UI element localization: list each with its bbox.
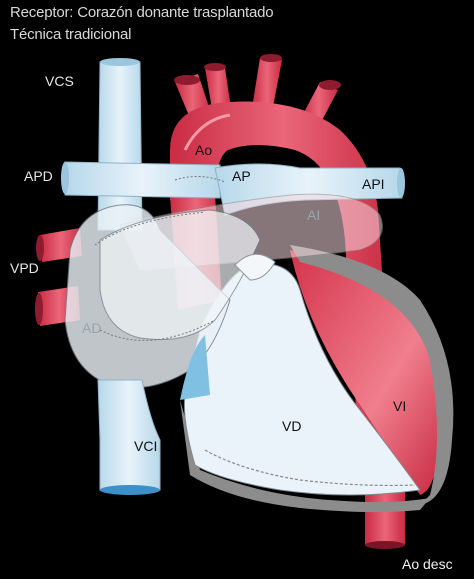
label-vd: VD <box>282 418 302 434</box>
subclavian-opening <box>260 54 282 62</box>
atrial-suture-lower <box>99 319 216 341</box>
label-ai: AI <box>307 207 321 223</box>
label-apd: APD <box>24 168 53 184</box>
label-ao-desc: Ao desc <box>402 556 453 572</box>
figure-title: Receptor: Corazón donante trasplantado <box>10 4 274 21</box>
branch-opening <box>319 80 341 90</box>
descending-aorta-opening <box>365 541 405 549</box>
label-ad: AD <box>82 320 102 336</box>
apd-opening <box>61 162 69 194</box>
pericardium-outline <box>290 245 454 505</box>
label-api: API <box>362 176 385 192</box>
api-opening <box>397 168 405 198</box>
label-vcs: VCS <box>45 73 74 89</box>
right-atrium-donor-wall <box>99 209 261 341</box>
ventricle-suture <box>204 449 416 487</box>
label-ap: AP <box>232 168 251 184</box>
label-vci: VCI <box>134 438 158 454</box>
inferior-vena-cava <box>97 379 161 491</box>
figure-subtitle: Técnica tradicional <box>10 26 132 43</box>
pulmonary-vein-opening-lower <box>35 293 43 325</box>
pa-suture <box>174 176 226 183</box>
right-pulmonary-artery <box>64 161 221 199</box>
vcs-opening <box>100 58 140 66</box>
carotid-opening <box>204 63 226 71</box>
label-vi: VI <box>393 398 407 414</box>
arch-highlight <box>183 113 231 151</box>
atrial-suture <box>94 211 206 246</box>
vci-opening <box>100 485 160 495</box>
left-subclavian-artery <box>252 58 282 112</box>
pulmonary-vein-opening-upper <box>36 235 44 261</box>
label-vpd: VPD <box>10 260 39 276</box>
tricuspid-valve <box>234 253 276 281</box>
label-ao: Ao <box>195 142 213 158</box>
brachiocephalic-opening <box>174 75 200 85</box>
coronary-sinus <box>180 335 210 400</box>
